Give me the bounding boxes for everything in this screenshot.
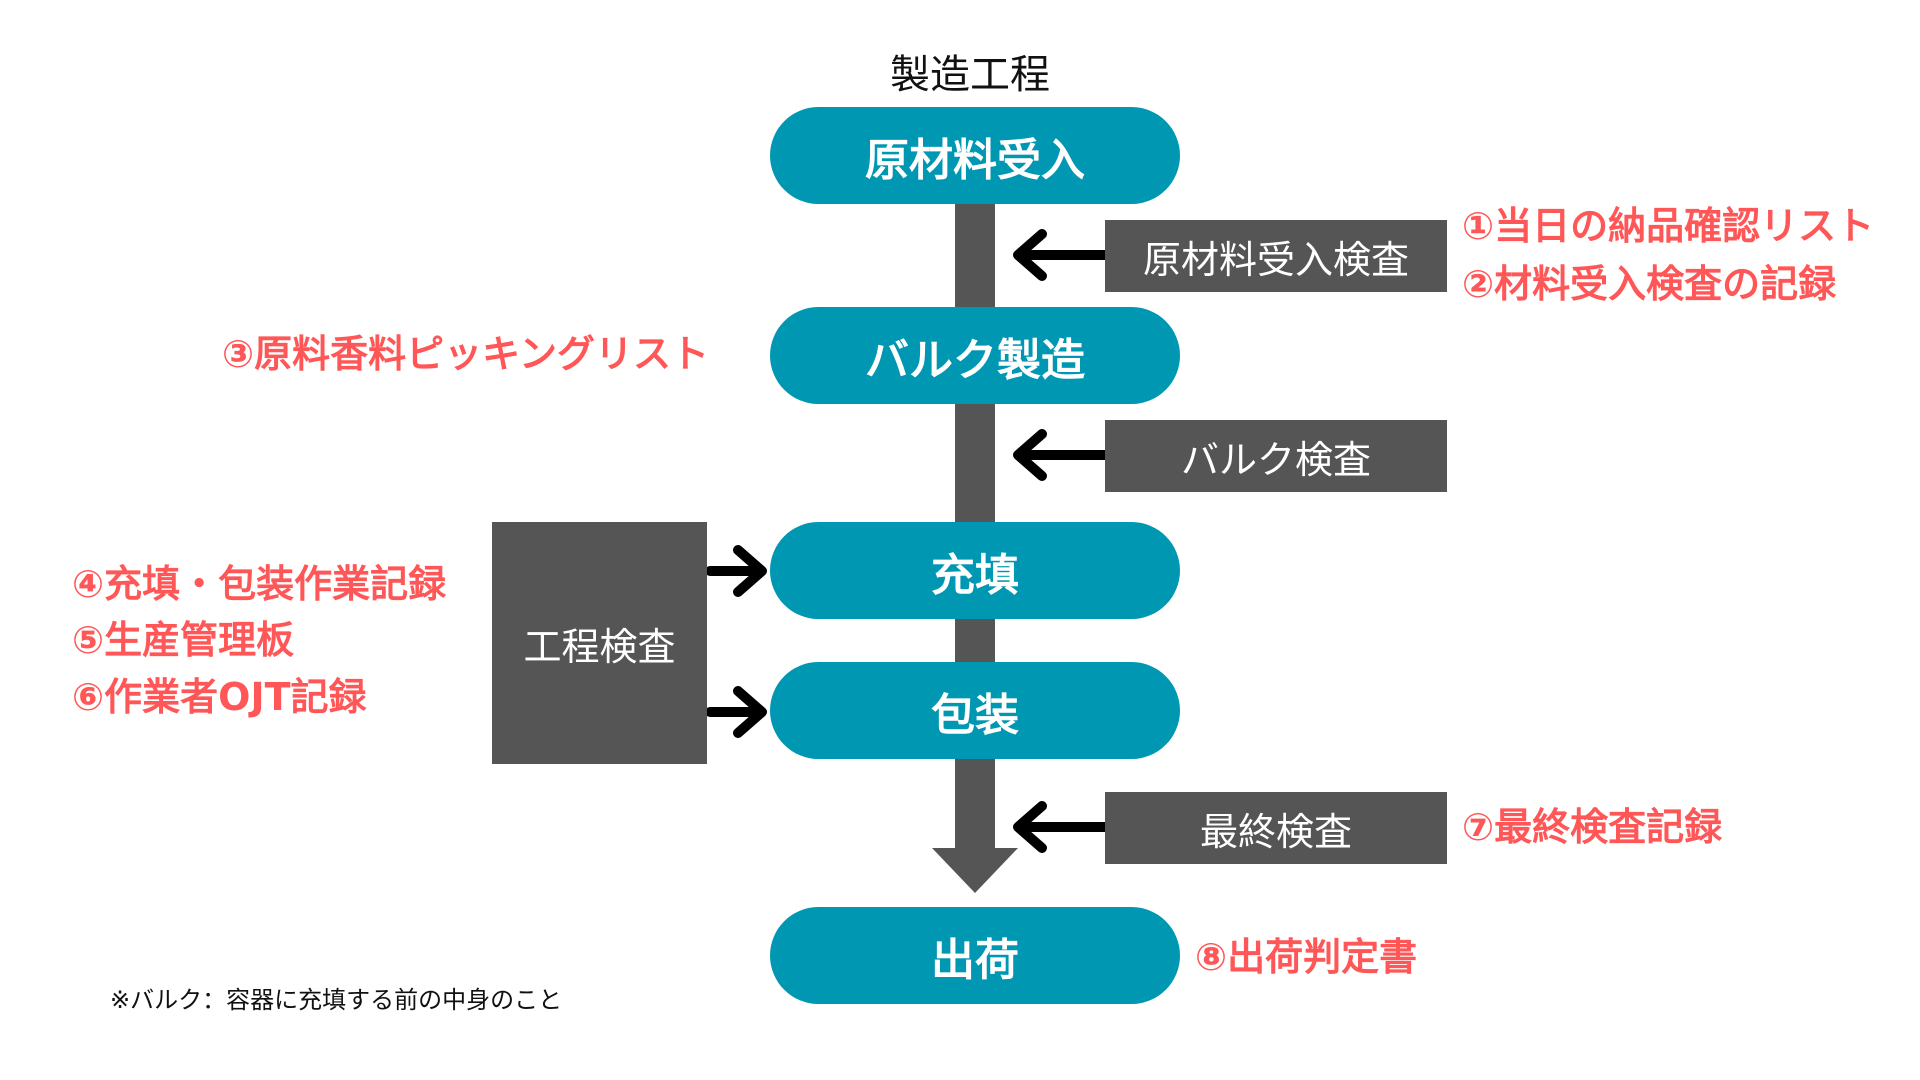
arrow-bulk-inspection <box>1013 429 1110 481</box>
inspection-raw-material: 原材料受入検査 <box>1105 220 1447 292</box>
record-picking-list: ③原料香料ピッキングリスト <box>222 332 710 376</box>
arrow-process-to-filling <box>705 545 767 597</box>
step-raw-material-receiving: 原材料受入 <box>770 107 1180 204</box>
inspection-final: 最終検査 <box>1105 792 1447 864</box>
diagram-title: 製造工程 <box>890 52 1050 98</box>
step-bulk-manufacturing: バルク製造 <box>770 307 1180 404</box>
inspection-bulk: バルク検査 <box>1105 420 1447 492</box>
arrow-process-to-packaging <box>705 686 767 738</box>
inspection-process: 工程検査 <box>492 522 707 764</box>
record-delivery-check-list: ①当日の納品確認リスト <box>1462 204 1875 248</box>
flow-arrowhead <box>932 848 1018 893</box>
record-material-inspection: ②材料受入検査の記録 <box>1462 262 1837 306</box>
record-production-board: ⑤生産管理板 <box>72 618 295 662</box>
arrow-final-inspection <box>1013 801 1110 853</box>
record-filling-packaging-log: ④充填・包装作業記録 <box>72 562 447 606</box>
record-ojt: ⑥作業者OJT記録 <box>72 675 367 719</box>
record-shipping-judgment: ⑧出荷判定書 <box>1195 935 1418 979</box>
record-final-inspection: ⑦最終検査記録 <box>1462 805 1723 849</box>
step-packaging: 包装 <box>770 662 1180 759</box>
arrow-receiving-inspection <box>1013 229 1110 281</box>
footnote: ※バルク：容器に充填する前の中身のこと <box>110 986 563 1014</box>
step-shipping: 出荷 <box>770 907 1180 1004</box>
step-filling: 充填 <box>770 522 1180 619</box>
